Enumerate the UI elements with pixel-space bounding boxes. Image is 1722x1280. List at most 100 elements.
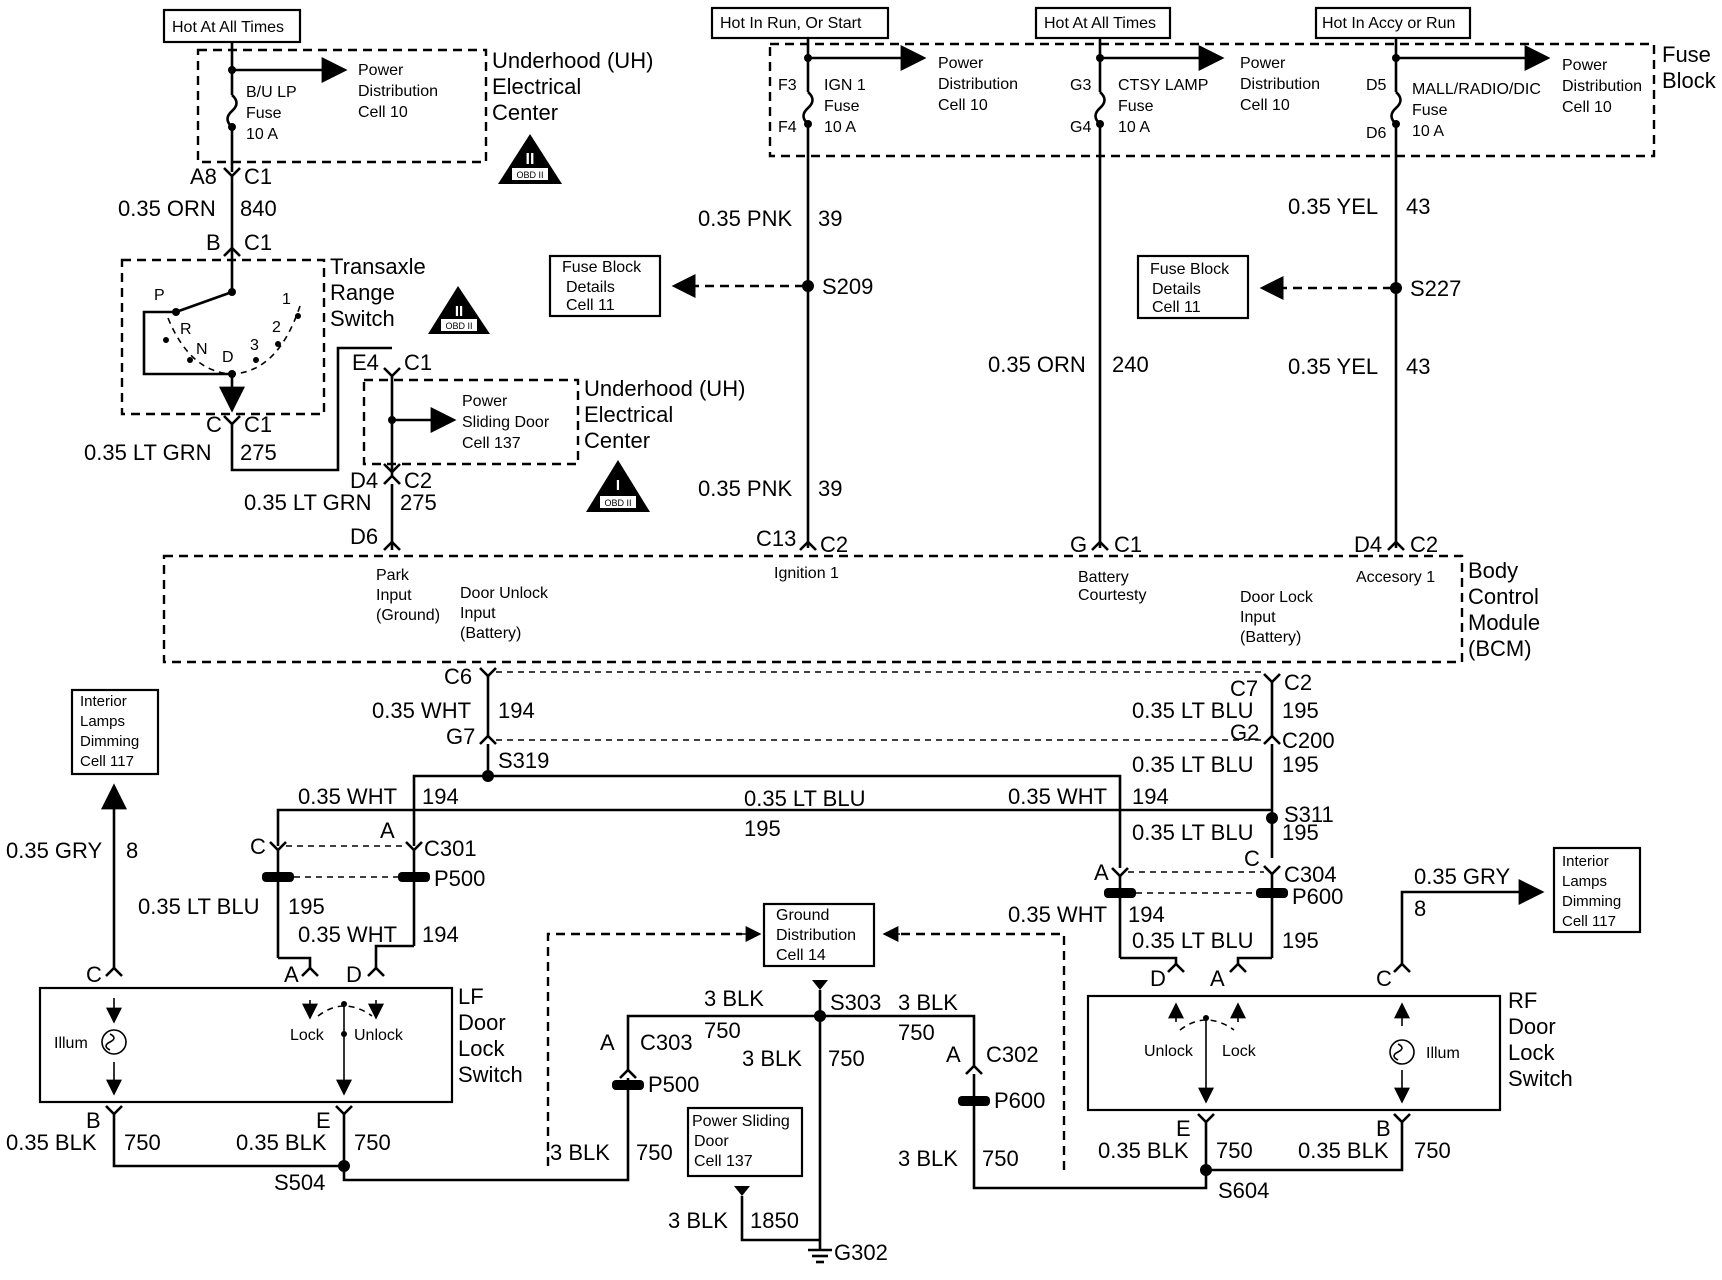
fuse-f3: F3 — [778, 77, 797, 94]
wire-195-num: 195 — [1282, 698, 1319, 723]
wire-750-lf1-num: 750 — [124, 1130, 161, 1155]
svg-text:OBD II: OBD II — [445, 321, 472, 331]
wire-240: 0.35 ORN 240 G C1 — [988, 124, 1149, 557]
ground-g302-icon: G302 — [808, 1240, 888, 1265]
splice-s504: S504 — [274, 1170, 325, 1195]
rf-connectors: A C C304 P600 0.35 WHT 194 0.35 LT BLU 1… — [1008, 846, 1343, 966]
wire-194-lf-num: 194 — [422, 784, 459, 809]
wire-750-e-num: 750 — [982, 1146, 1019, 1171]
trs-title-l1: Transaxle — [330, 254, 426, 279]
fd2-l2: Details — [1152, 281, 1201, 298]
gd-l2: Distribution — [776, 927, 856, 944]
splice-s227-dot — [1390, 282, 1402, 294]
mall-l3: 10 A — [1412, 123, 1444, 140]
lf-conn-b: B — [86, 1108, 101, 1133]
lf-title-l2: Door — [458, 1010, 506, 1035]
bu-fuse-l3: 10 A — [246, 126, 278, 143]
int-lf-l3: Dimming — [80, 733, 139, 750]
bcm-title-l3: Module — [1468, 610, 1540, 635]
p500-pin-right — [398, 872, 430, 882]
rf-conn-a: A — [1210, 966, 1225, 991]
p500-pin-left — [262, 872, 294, 882]
lf-conn-e: E — [316, 1108, 331, 1133]
uh-title-l3: Center — [492, 100, 558, 125]
bcm-unlock-l2: Input — [460, 605, 496, 622]
wire-194-color: 0.35 WHT — [372, 698, 471, 723]
rf-title-l3: Lock — [1508, 1040, 1555, 1065]
bcm-title-l4: (BCM) — [1468, 636, 1532, 661]
bcm-batt-l1: Battery — [1078, 569, 1129, 586]
conn-c7: C7 — [1230, 676, 1258, 701]
trs-3: 3 — [250, 337, 259, 354]
bcm-lock-l3: (Battery) — [1240, 629, 1301, 646]
conn-e4: E4 — [352, 350, 379, 375]
wire-194-195-top: C6 G7 0.35 WHT 194 S319 C7 C2 0.35 LT BL… — [372, 664, 1335, 858]
wire-43: S227 0.35 YEL 43 0.35 YEL 43 D4 C2 Fuse … — [1136, 124, 1461, 557]
gd-l3: Cell 14 — [776, 947, 826, 964]
conn-a-rf: A — [1094, 860, 1109, 885]
wire-275-color: 0.35 LT GRN — [84, 440, 212, 465]
conn-a303: A — [600, 1030, 615, 1055]
int-lf-l4: Cell 117 — [80, 753, 134, 770]
pd1-l1: Power — [938, 55, 984, 72]
wire-194-rf-num: 194 — [1132, 784, 1169, 809]
lf-unlock: Unlock — [354, 1027, 404, 1044]
wire-750-rf2-color: 0.35 BLK — [1298, 1138, 1389, 1163]
interior-box-lf — [70, 688, 160, 776]
wire-750-b-color: 3 BLK — [898, 990, 958, 1015]
mall-l2: Fuse — [1412, 102, 1448, 119]
power-dist-l3: Cell 10 — [358, 104, 408, 121]
wire-194-lf2-num: 194 — [422, 922, 459, 947]
bu-fuse-l2: Fuse — [246, 105, 282, 122]
fd1-l1: Fuse Block — [562, 259, 642, 276]
pd1-l3: Cell 10 — [938, 97, 988, 114]
wire-1850-color: 3 BLK — [668, 1208, 728, 1233]
conn-c301: C301 — [424, 836, 477, 861]
trs-r: R — [180, 321, 192, 338]
fd1-l2: Details — [566, 279, 615, 296]
wire-750-rf2-num: 750 — [1414, 1138, 1451, 1163]
bcm-unlock-l1: Door Unlock — [460, 585, 549, 602]
wire-750-e-color: 3 BLK — [898, 1146, 958, 1171]
wire-750-a-color: 3 BLK — [704, 986, 764, 1011]
wire-195-rf-color: 0.35 LT BLU — [1132, 820, 1253, 845]
hot-run-box — [710, 6, 890, 40]
conn-d4b: D4 — [1354, 532, 1382, 557]
wire-194-rf2-color: 0.35 WHT — [1008, 902, 1107, 927]
int-lf-l2: Lamps — [80, 713, 125, 730]
conn-c: C — [206, 412, 222, 437]
conn-c6: C6 — [444, 664, 472, 689]
rf-conn-d: D — [1150, 966, 1166, 991]
svg-text:II: II — [455, 303, 463, 320]
conn-c13: C13 — [756, 526, 796, 551]
wire-195-color: 0.35 LT BLU — [1132, 698, 1253, 723]
conn-c1a: C1 — [244, 164, 272, 189]
interior-box-rf — [1552, 846, 1642, 934]
conn-d4: D4 — [350, 468, 378, 493]
wire-194-num: 194 — [498, 698, 535, 723]
wire-194-rf-color: 0.35 WHT — [1008, 784, 1107, 809]
trs-2: 2 — [272, 319, 281, 336]
wire-275b-num: 275 — [400, 490, 437, 515]
conn-c2c: C2 — [1410, 532, 1438, 557]
wire-195-bus-num: 195 — [744, 816, 781, 841]
conn-c1c: C1 — [244, 412, 272, 437]
wire-194-lf2-color: 0.35 WHT — [298, 922, 397, 947]
trs-title-l2: Range — [330, 280, 395, 305]
wire-840: A8 C1 0.35 ORN 840 B C1 — [118, 164, 277, 260]
lf-interior-lamps: Interior Lamps Dimming Cell 117 0.35 GRY… — [6, 688, 160, 970]
svg-text:I: I — [616, 477, 620, 494]
splice-s227: S227 — [1410, 276, 1461, 301]
mall-l1: MALL/RADIO/DIC — [1412, 81, 1541, 98]
bcm-park-l2: Input — [376, 587, 412, 604]
bcm-title-l1: Body — [1468, 558, 1518, 583]
rf-door-lock-switch: D A C Unlock Lock Illum RF Door Lock Swi… — [1086, 962, 1573, 1203]
svg-text:II: II — [526, 151, 535, 168]
wire-240-color: 0.35 ORN — [988, 352, 1086, 377]
hot-labels-top: Hot In Run, Or Start Hot At All Times Ho… — [710, 6, 1472, 46]
conn-a-lf: A — [380, 818, 395, 843]
wire-8-rf-num: 8 — [1414, 896, 1426, 921]
rf-unlock: Unlock — [1144, 1043, 1194, 1060]
trs-dashed-box — [120, 258, 326, 416]
bu-fuse-l1: B/U LP — [246, 84, 297, 101]
